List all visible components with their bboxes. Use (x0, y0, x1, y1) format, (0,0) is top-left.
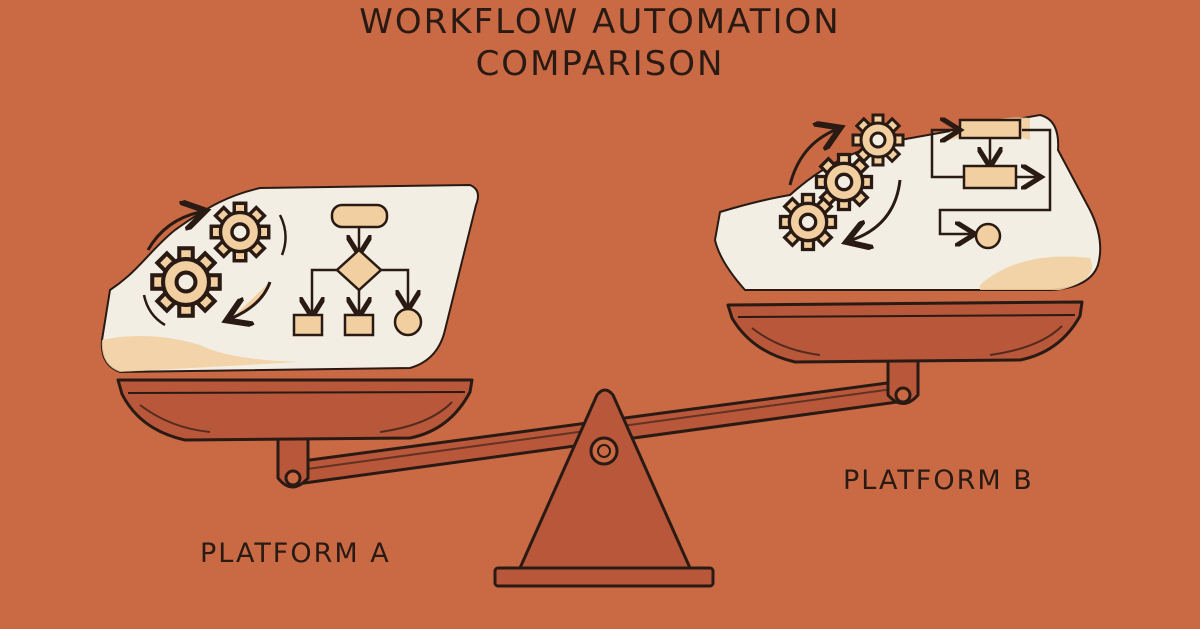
gear-icon (209, 201, 271, 263)
right-hanger (886, 348, 920, 405)
platform-a-flowchart (292, 203, 423, 337)
flow-end-node (393, 307, 423, 337)
gear-icon (152, 248, 220, 316)
flow-task-node (343, 313, 375, 337)
cycle-arrow-icon (788, 130, 835, 186)
gear-icon (778, 192, 838, 252)
scale-fulcrum (493, 388, 715, 588)
diagram-title-line-2: COMPARISON (475, 44, 725, 84)
platform-b-scale-pan (726, 300, 1084, 364)
cycle-arrow-icon (232, 281, 272, 318)
flow-task-node (962, 164, 1018, 190)
cycle-arrow-icon (852, 179, 902, 240)
flow-end-node (974, 222, 1002, 250)
platform-b-label: PLATFORM B (843, 465, 1034, 496)
platform-b-workflow-card (713, 113, 1102, 291)
platform-a-workflow-card (100, 183, 479, 374)
platform-a-label: PLATFORM A (200, 538, 391, 569)
diagram-title-line-1: WORKFLOW AUTOMATION (359, 2, 841, 42)
cycle-arrow-icon (146, 212, 200, 251)
platform-b-gears (778, 113, 905, 252)
platform-a-gears (142, 201, 287, 327)
flow-task-node (292, 313, 324, 337)
flow-start-node (330, 203, 389, 229)
motion-line-icon (142, 294, 166, 327)
flow-start-node (958, 118, 1022, 140)
motion-line-icon (278, 214, 287, 256)
platform-b-flowchart (930, 118, 1052, 250)
platform-a-scale-pan (116, 378, 474, 442)
